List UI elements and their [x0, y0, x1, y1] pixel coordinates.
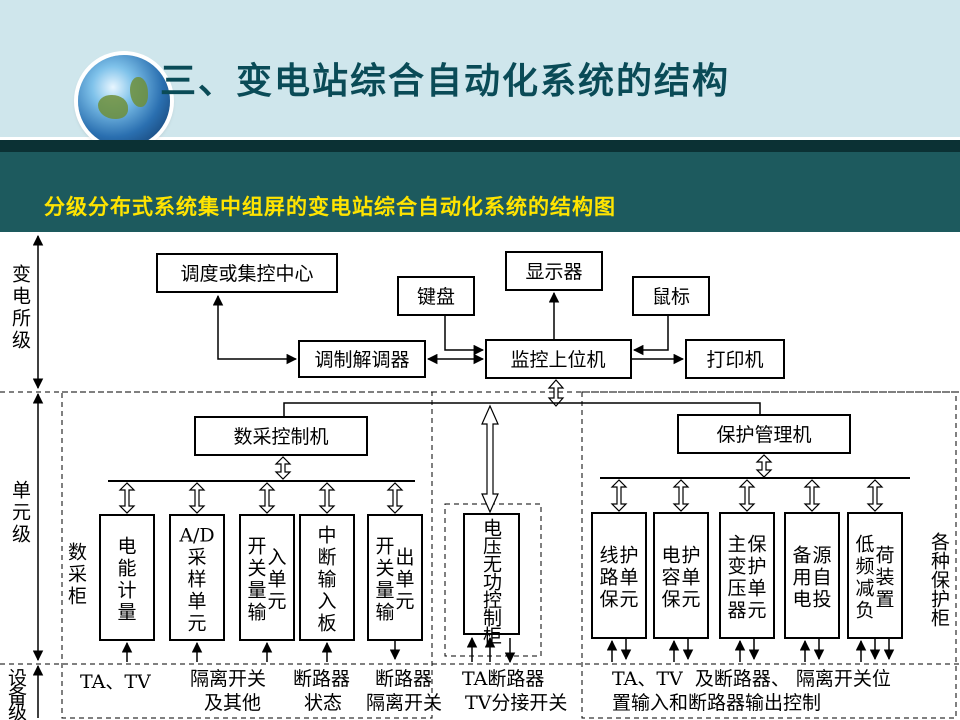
protection-unit-label-3: 备用电源自投 — [792, 545, 831, 611]
data-cabinet-frame — [61, 391, 433, 719]
data-unit-box-2 — [239, 514, 295, 641]
device-label-breaker-isolation-1: 断路器 — [375, 668, 432, 690]
diagram-title: 分级分布式系统集中组屏的变电站综合自动化系统的结构图 — [44, 195, 616, 219]
protection-unit-bus-arrow-4 — [866, 479, 884, 512]
device-label-ta-breaker: TA断路器 — [462, 668, 544, 690]
protection-unit-box-4 — [847, 512, 903, 639]
device-label-isolation-1: 隔离开关 — [190, 668, 266, 690]
data-unit-bus-arrow-3 — [318, 482, 336, 514]
data-unit-box-4 — [367, 514, 423, 641]
data-controller-bus-arrow — [274, 456, 292, 480]
data-unit-label-0: 电能计量 — [117, 536, 136, 624]
protection-controller-label: 保护管理机 — [716, 424, 811, 446]
structure-diagram: 变电所级 单元级 设备级 调度或集控中心 显示器 键盘 鼠标 调制解调器 监控上… — [0, 234, 960, 720]
protection-controller-box — [677, 414, 851, 454]
protection-controller-bus-arrow — [755, 454, 773, 478]
subtitle-band — [0, 140, 960, 232]
globe-icon — [78, 55, 170, 147]
printer-label: 打印机 — [706, 349, 763, 371]
device-label-protection-1: TA、TV 及断路器、 隔离开关位 — [612, 668, 891, 690]
level-label-device: 设备级 — [5, 668, 27, 720]
data-controller-box — [194, 416, 368, 456]
unit-bus-line — [283, 402, 761, 418]
dispatch-center-label: 调度或集控中心 — [180, 263, 313, 285]
protection-unit-bus-arrow-2 — [738, 479, 756, 512]
protection-unit-bus-arrow-0 — [610, 479, 628, 512]
display-label: 显示器 — [525, 261, 582, 283]
level-label-unit: 单元级 — [9, 480, 31, 546]
modem-box — [298, 340, 426, 378]
display-box — [505, 251, 603, 291]
data-unit-label-2: 开关量输入单元 — [247, 536, 286, 624]
device-label-breaker-status-1: 断路器 — [293, 668, 350, 690]
protection-unit-box-3 — [784, 512, 840, 639]
voltage-cabinet-arrow — [481, 404, 499, 514]
protection-unit-label-2: 主变压器保护单元 — [727, 534, 766, 622]
host-label: 监控上位机 — [510, 349, 605, 371]
protection-unit-label-4: 低频减负荷装置 — [855, 534, 894, 622]
voltage-cabinet-text: 电压无功控制柜 — [480, 518, 502, 645]
data-unit-bus-arrow-1 — [188, 482, 206, 514]
data-unit-label-4: 开关量输出单元 — [375, 536, 414, 624]
protection-unit-box-2 — [719, 512, 775, 639]
keyboard-box — [397, 276, 475, 316]
modem-label: 调制解调器 — [314, 349, 409, 371]
device-label-protection-2: 置输入和断路器输出控制 — [612, 692, 821, 714]
link-dispatch-modem — [212, 294, 298, 365]
link-mouse-host — [632, 315, 669, 356]
device-label-breaker-isolation-2: 隔离开关 — [366, 692, 442, 714]
data-unit-bus-arrow-2 — [258, 482, 276, 514]
data-controller-label: 数采控制机 — [233, 426, 328, 448]
protection-unit-label-1: 电容保护单元 — [661, 545, 700, 611]
data-unit-box-3 — [299, 514, 355, 641]
mouse-label: 鼠标 — [652, 286, 690, 308]
protection-cabinet-frame — [581, 391, 957, 719]
protection-unit-box-0 — [591, 512, 647, 639]
host-bus-arrow — [547, 379, 565, 407]
page-title: 三、变电站综合自动化系统的结构 — [160, 61, 731, 102]
dispatch-center-box — [156, 253, 338, 293]
keyboard-label: 键盘 — [417, 286, 455, 308]
protection-unit-box-1 — [653, 512, 709, 639]
data-unit-bus-arrow-0 — [118, 482, 136, 514]
protection-unit-label-0: 线路保护单元 — [599, 545, 638, 611]
data-cabinet-label: 数采柜 — [65, 542, 87, 608]
protection-cabinet-label: 各种保护柜 — [928, 532, 950, 627]
device-label-ta-tv: TA、TV — [80, 671, 151, 693]
data-unit-box-0 — [99, 514, 155, 641]
data-unit-label-3: 中断输入板 — [317, 525, 336, 635]
protection-unit-bus-arrow-3 — [803, 479, 821, 512]
device-label-breaker-status-2: 状态 — [304, 692, 342, 714]
voltage-cabinet-box — [463, 513, 520, 635]
protection-unit-bus-arrow-1 — [672, 479, 690, 512]
device-label-tv-tap: TV分接开关 — [465, 692, 567, 714]
data-unit-bus-arrow-4 — [386, 482, 404, 514]
link-keyboard-host — [444, 315, 485, 356]
device-label-isolation-2: 及其他 — [204, 692, 261, 714]
level-label-station: 变电所级 — [9, 264, 31, 352]
mouse-box — [632, 276, 710, 316]
printer-box — [685, 339, 785, 379]
data-unit-box-1 — [169, 514, 225, 641]
